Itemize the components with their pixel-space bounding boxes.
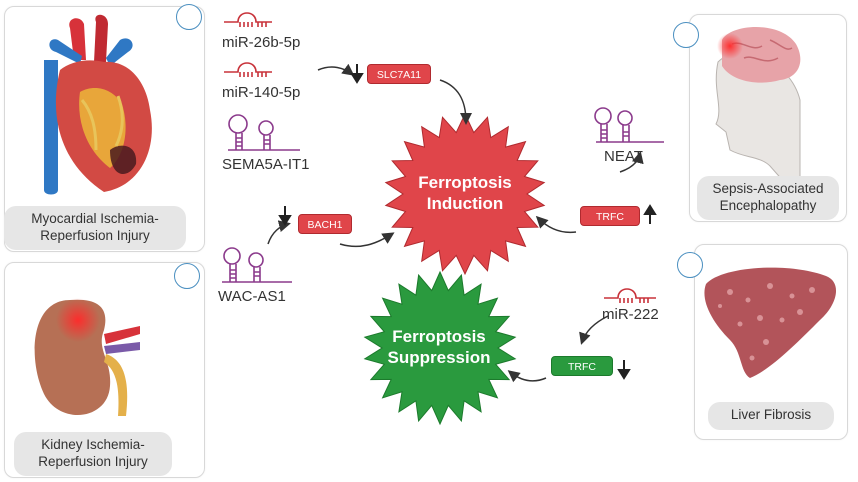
mir222-label: miR-222 bbox=[602, 306, 659, 323]
mir26b-hairpin bbox=[224, 12, 272, 27]
heart-caption-line2: Reperfusion Injury bbox=[40, 228, 150, 243]
regulation-arrows bbox=[278, 64, 657, 380]
sema5a-hairpin bbox=[228, 114, 300, 151]
heart-illustration bbox=[44, 14, 152, 195]
mirna-glyphs bbox=[224, 12, 656, 303]
liver-illustration bbox=[704, 267, 837, 378]
mir26b-label: miR-26b-5p bbox=[222, 34, 301, 51]
liver-caption: Liver Fibrosis bbox=[708, 402, 834, 430]
mir140-hairpin bbox=[224, 62, 272, 77]
bach1-down-arrow bbox=[278, 206, 292, 226]
kidney-caption-line1: Kidney Ischemia- bbox=[41, 437, 145, 452]
wacas1-label: WAC-AS1 bbox=[218, 288, 286, 305]
suppression-label: Ferroptosis Suppression bbox=[364, 326, 514, 368]
mir140-label: miR-140-5p bbox=[222, 84, 301, 101]
kidney-caption-line2: Reperfusion Injury bbox=[38, 454, 148, 469]
sema5a-label: SEMA5A-IT1 bbox=[222, 156, 310, 173]
heart-badge-icon bbox=[176, 4, 202, 30]
brain-badge-icon bbox=[673, 22, 699, 48]
neat-hairpin bbox=[594, 107, 664, 143]
bach1-box: BACH1 bbox=[298, 214, 352, 234]
trfc-up-arrow bbox=[643, 204, 657, 224]
induction-star bbox=[384, 112, 546, 276]
slc7a11-down-arrow bbox=[350, 64, 364, 84]
brain-caption-line2: Encephalopathy bbox=[719, 198, 817, 213]
kidney-illustration bbox=[34, 298, 140, 416]
brain-illustration bbox=[715, 27, 801, 202]
kidney-caption: Kidney Ischemia- Reperfusion Injury bbox=[14, 432, 172, 476]
induction-label: Ferroptosis Induction bbox=[390, 172, 540, 214]
trfc-down-arrow bbox=[617, 360, 631, 380]
suppression-label-line1: Ferroptosis bbox=[392, 327, 486, 346]
brain-caption-line1: Sepsis-Associated bbox=[712, 181, 824, 196]
lncrna-glyphs bbox=[222, 107, 664, 283]
liver-badge-icon bbox=[677, 252, 703, 278]
liver-caption-line1: Liver Fibrosis bbox=[730, 407, 812, 422]
slc7a11-box: SLC7A11 bbox=[367, 64, 431, 84]
flow-arrows bbox=[267, 63, 644, 383]
induction-label-line1: Ferroptosis bbox=[418, 173, 512, 192]
induction-label-line2: Induction bbox=[426, 194, 504, 213]
wacas1-hairpin bbox=[222, 247, 292, 283]
brain-caption: Sepsis-Associated Encephalopathy bbox=[697, 176, 839, 220]
suppression-star bbox=[363, 270, 517, 426]
heart-caption: Myocardial Ischemia- Reperfusion Injury bbox=[4, 206, 186, 250]
mir222-hairpin bbox=[604, 288, 656, 303]
kidney-badge-icon bbox=[174, 263, 200, 289]
heart-caption-line1: Myocardial Ischemia- bbox=[31, 211, 159, 226]
trfc-down-box: TRFC bbox=[551, 356, 613, 376]
trfc-up-box: TRFC bbox=[580, 206, 640, 226]
neat-label: NEAT bbox=[604, 148, 643, 165]
suppression-label-line2: Suppression bbox=[387, 348, 491, 367]
